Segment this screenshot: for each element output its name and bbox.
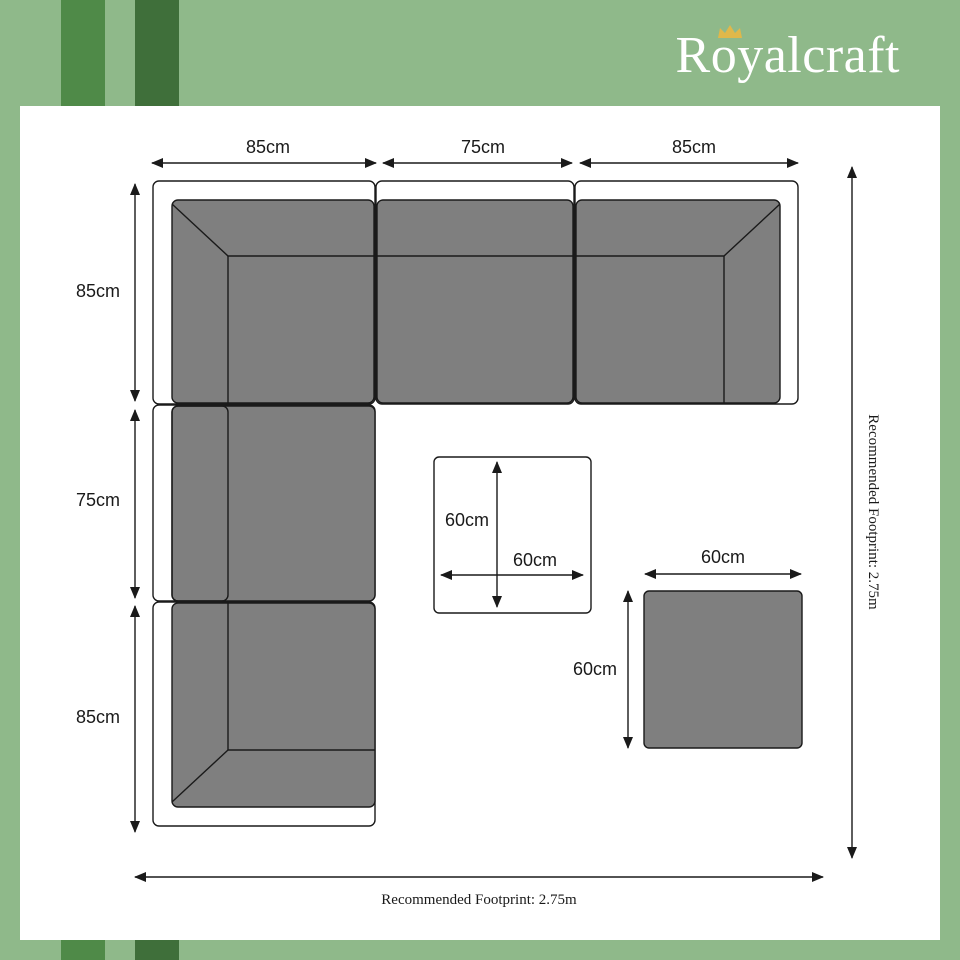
middle-sofa-top [375, 180, 575, 405]
label-table-depth: 60cm [445, 510, 489, 530]
corner-sofa-top-right [574, 180, 799, 405]
label-table-width: 60cm [513, 550, 557, 570]
label-top-right: 85cm [672, 137, 716, 157]
label-stool-width: 60cm [701, 547, 745, 567]
label-stool-depth: 60cm [573, 659, 617, 679]
stripe-top-1 [61, 0, 105, 106]
label-top-middle: 75cm [461, 137, 505, 157]
label-left-top: 85cm [76, 281, 120, 301]
label-footprint-vertical: Recommended Footprint: 2.75m [865, 414, 881, 610]
label-footprint-horizontal: Recommended Footprint: 2.75m [381, 892, 577, 908]
corner-sofa-bottom-left [152, 601, 376, 827]
middle-sofa-left [152, 404, 376, 602]
brand-name: Royalcraft [675, 27, 900, 84]
corner-sofa-top-left [152, 180, 376, 405]
footstool [643, 590, 803, 749]
label-top-left: 85cm [246, 137, 290, 157]
stripe-bottom-1 [61, 940, 105, 960]
label-left-bottom: 85cm [76, 707, 120, 727]
stripe-top-2 [135, 0, 179, 106]
label-left-middle: 75cm [76, 490, 120, 510]
stripe-bottom-2 [135, 940, 179, 960]
brand-logo: Royalcraft [675, 25, 900, 86]
coffee-table-outline [433, 456, 592, 614]
crown-icon [717, 25, 742, 38]
